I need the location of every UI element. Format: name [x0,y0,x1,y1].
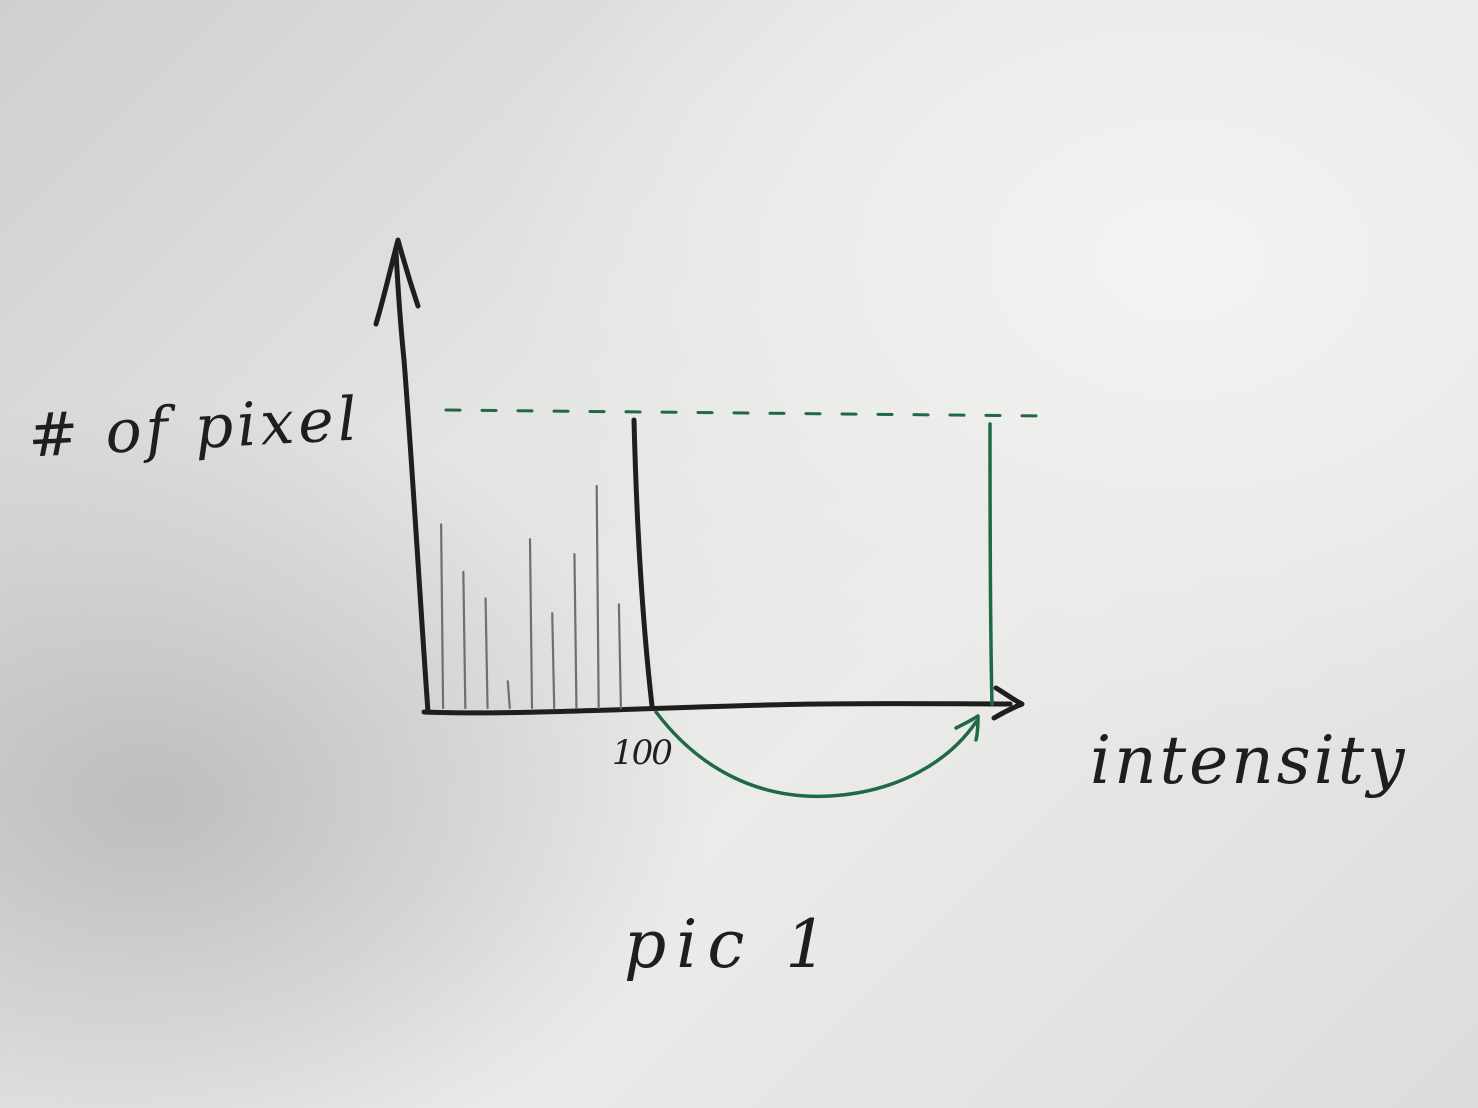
histogram-bar [506,680,511,710]
histogram-bar [528,538,534,710]
y-axis-arrowhead [373,237,421,327]
histogram-bar [573,552,578,710]
x-axis [421,701,1013,716]
y-axis-label: # of pixel [26,384,363,472]
mapping-arrowhead [954,714,980,742]
histogram-bar [484,597,489,710]
x-axis-arrowhead [991,685,1025,721]
histogram-bar [617,603,622,710]
histogram-bar [462,570,467,710]
tick-label-100: 100 [612,733,673,773]
stretched-max-line [988,422,994,706]
figure-caption: pic 1 [624,906,838,983]
histogram-bar [440,523,445,710]
max-count-dashed-line [444,408,1048,418]
y-axis [393,249,431,715]
histogram-bar [551,612,556,710]
max-intensity-line [631,417,655,709]
histogram-bars [440,484,622,710]
mapping-curve-arrow [654,710,978,799]
histogram-bar [595,484,600,710]
x-axis-label: intensity [1090,722,1408,799]
